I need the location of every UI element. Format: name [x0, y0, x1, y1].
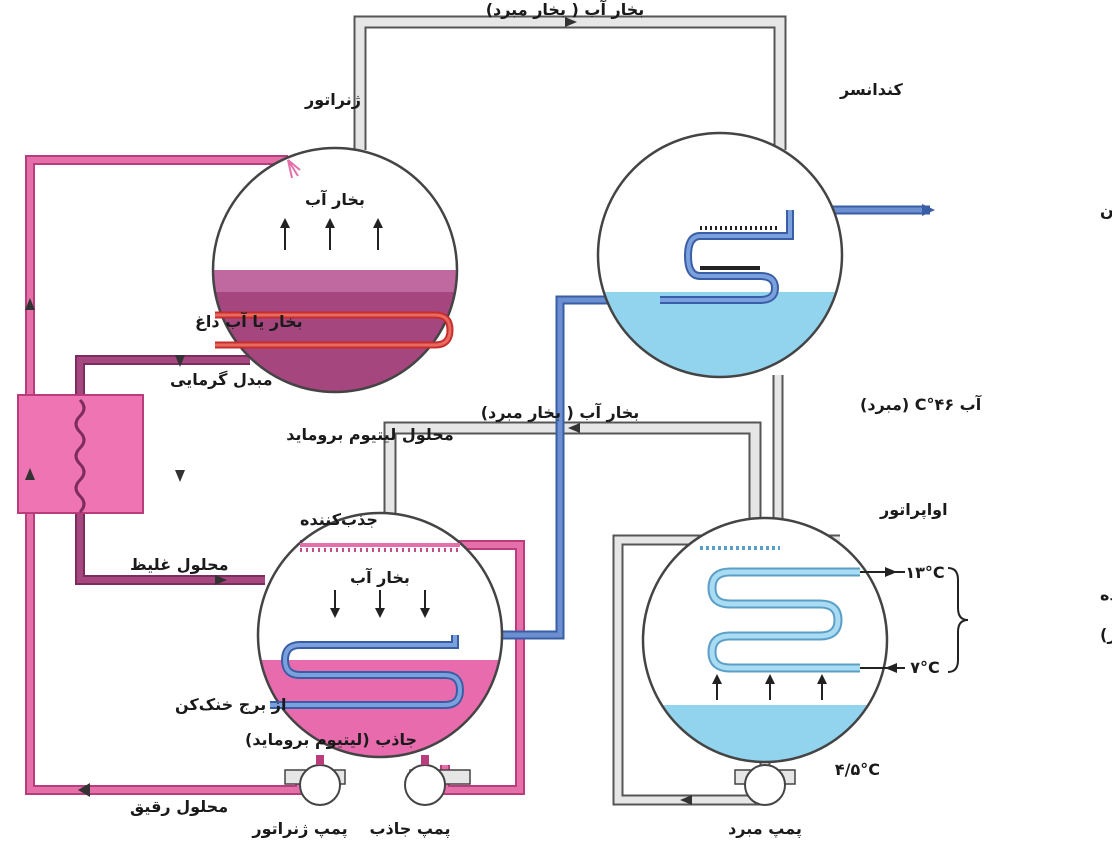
generator-vapor-arrows [280, 218, 383, 250]
label-libr-solution: محلول لیتیوم بروماید [286, 425, 453, 444]
vapor-pipe-middle [383, 421, 762, 520]
label-temp-13: ۱۳°C [905, 563, 944, 582]
label-steam-or-hot-water: بخار یا آب داغ [195, 311, 303, 331]
absorber-pump-icon [404, 755, 471, 806]
label-from-cooling-tower: از برج خنک‌کن [175, 695, 286, 714]
chilled-water-bracket [947, 567, 969, 673]
label-absorber-pump: پمپ جاذب [369, 819, 450, 839]
label-vapor-middle: بخار آب ( بخار مبرد) [481, 402, 640, 422]
label-absorber-top: جذب‌کننده [300, 510, 378, 529]
label-generator-pump: پمپ ژنراتور [251, 819, 347, 839]
refrigerant-pump-icon [734, 764, 796, 806]
label-to-cooling-tower: به‌طرف برج خنک‌کن [1100, 200, 1112, 219]
label-temp-4-5: ۴/۵°C [835, 760, 880, 779]
label-vapor-top: بخار آب ( بخار مبرد) [486, 0, 645, 19]
evaporator-vapor-arrows [712, 674, 827, 700]
evaporator-vessel [641, 516, 905, 764]
label-generator-vapor: بخار آب [305, 189, 365, 209]
label-condenser: کندانسر [839, 80, 904, 99]
absorber-spray-icon [300, 543, 460, 552]
label-chilled-water: آب سرد شده [1100, 584, 1112, 604]
label-strong-solution: محلول غلیظ [130, 555, 229, 574]
vapor-pipe-top [353, 15, 787, 150]
label-generator: ژنراتور [304, 90, 361, 109]
label-absorber-libr: جاذب (لیتیوم بروماید) [245, 730, 417, 749]
flow-arrows [25, 298, 227, 797]
label-temp-7: ۷°C [910, 658, 940, 677]
label-to-air-handler: (به هوا ساز) [1100, 625, 1112, 644]
heat-exchanger [17, 394, 144, 514]
label-refrigerant-pump: پمپ مبرد [728, 819, 802, 839]
label-heat-exchanger: مبدل گرمایی [170, 370, 273, 389]
label-water-46: آب ۴۶°C (مبرد) [860, 394, 982, 414]
condenser-vessel [596, 131, 844, 379]
label-weak-solution: محلول رقیق [130, 797, 228, 816]
generator-spray-icon [287, 159, 301, 179]
absorber-vessel [256, 511, 504, 759]
label-evaporator: اواپراتور [879, 500, 948, 520]
absorber-vapor-arrows [330, 590, 430, 618]
label-absorber-vapor: بخار آب [350, 567, 410, 587]
generator-pump-icon [284, 755, 346, 806]
